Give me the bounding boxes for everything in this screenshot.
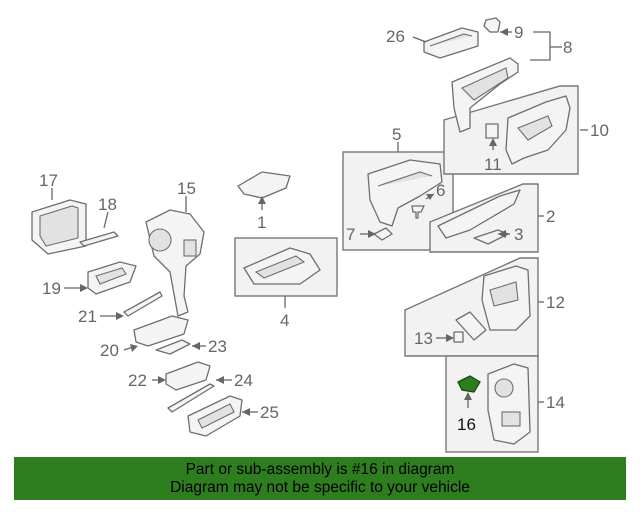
callout-16[interactable]: 16	[457, 415, 476, 434]
part-24[interactable]	[167, 383, 215, 413]
callout-7[interactable]: 7	[346, 225, 355, 244]
callout-8[interactable]: 8	[563, 38, 572, 57]
part-20[interactable]	[133, 315, 189, 347]
part-2[interactable]	[437, 189, 521, 239]
callout-1[interactable]: 1	[257, 213, 266, 232]
callout-13[interactable]: 13	[414, 329, 433, 348]
banner-line-1: Part or sub-assembly is #16 in diagram	[185, 461, 455, 478]
callout-9[interactable]: 9	[514, 23, 523, 42]
part-14[interactable]	[487, 363, 531, 445]
callout-25[interactable]: 25	[260, 403, 279, 422]
callout-26[interactable]: 26	[386, 27, 405, 46]
callout-24[interactable]: 24	[234, 371, 253, 390]
callout-5[interactable]: 5	[392, 125, 401, 144]
part-12[interactable]	[455, 265, 531, 341]
part-4[interactable]	[243, 247, 321, 285]
part-23[interactable]	[155, 339, 191, 355]
part-6[interactable]	[411, 205, 425, 219]
part-25[interactable]	[187, 395, 243, 437]
part-22[interactable]	[165, 361, 211, 391]
callout-21[interactable]: 21	[78, 307, 97, 326]
part-15[interactable]	[145, 209, 205, 317]
callout-12[interactable]: 12	[546, 293, 565, 312]
part-18[interactable]	[79, 231, 119, 247]
arrowheads	[80, 28, 508, 416]
callout-4[interactable]: 4	[280, 311, 289, 330]
info-banner: Part or sub-assembly is #16 in diagram D…	[14, 457, 626, 500]
callout-6[interactable]: 6	[436, 181, 445, 200]
part-21[interactable]	[123, 291, 163, 317]
callout-15[interactable]: 15	[177, 179, 196, 198]
callout-20[interactable]: 20	[100, 341, 119, 360]
part-19[interactable]	[87, 261, 137, 295]
part-8[interactable]	[451, 57, 519, 133]
callout-10[interactable]: 10	[590, 121, 609, 140]
callout-2[interactable]: 2	[546, 207, 555, 226]
part-10[interactable]	[505, 95, 571, 165]
callout-22[interactable]: 22	[128, 371, 147, 390]
callout-3[interactable]: 3	[514, 225, 523, 244]
callout-14[interactable]: 14	[546, 393, 565, 412]
callout-23[interactable]: 23	[208, 337, 227, 356]
part-13[interactable]	[453, 331, 464, 343]
part-1[interactable]	[237, 171, 291, 199]
part-9[interactable]	[483, 17, 501, 33]
callout-19[interactable]: 19	[42, 279, 61, 298]
part-17[interactable]	[31, 199, 87, 255]
callout-18[interactable]: 18	[98, 195, 117, 214]
part-26[interactable]	[423, 27, 479, 59]
banner-line-2: Diagram may not be specific to your vehi…	[170, 479, 470, 496]
part-7[interactable]	[373, 227, 393, 241]
part-16[interactable]	[457, 375, 481, 393]
callout-17[interactable]: 17	[39, 171, 58, 190]
part-5[interactable]	[367, 159, 443, 227]
part-11[interactable]	[485, 123, 499, 139]
callout-11[interactable]: 11	[484, 155, 502, 174]
